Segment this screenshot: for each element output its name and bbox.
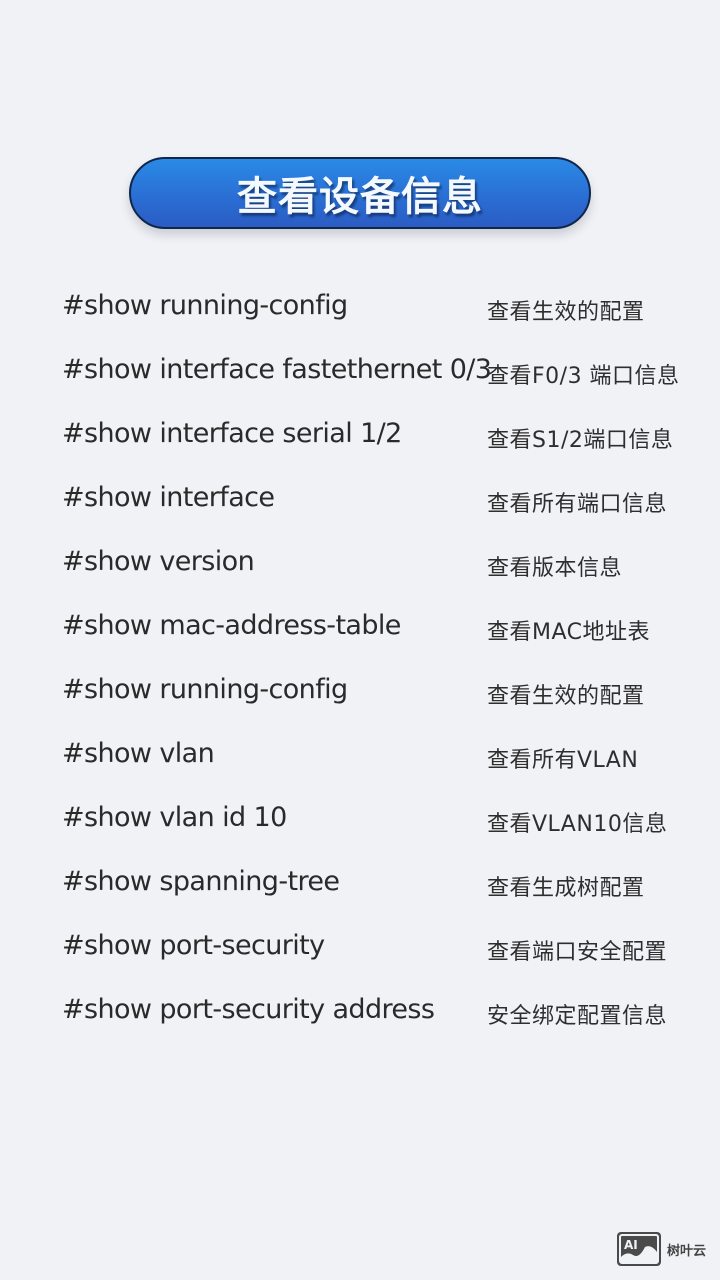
command-list: #show running-config 查看生效的配置 #show inter… (0, 276, 720, 1044)
command-description: 查看生成树配置 (487, 876, 645, 901)
command-row: #show interface serial 1/2 查看S1/2端口信息 (0, 404, 720, 468)
command-description: 查看生效的配置 (487, 300, 645, 325)
ai-logo-label: AI (624, 1238, 638, 1252)
command-description: 查看F0/3 端口信息 (487, 364, 680, 389)
command-text: #show running-config (62, 290, 348, 321)
command-description: 安全绑定配置信息 (487, 1004, 668, 1029)
command-description: 查看所有VLAN (487, 748, 639, 773)
command-row: #show version 查看版本信息 (0, 532, 720, 596)
command-row: #show running-config 查看生效的配置 (0, 660, 720, 724)
command-text: #show port-security address (62, 994, 435, 1025)
command-row: #show interface 查看所有端口信息 (0, 468, 720, 532)
title-banner: 查看设备信息 (129, 157, 591, 229)
command-text: #show port-security (62, 930, 325, 961)
page-title: 查看设备信息 (237, 173, 483, 220)
command-row: #show vlan 查看所有VLAN (0, 724, 720, 788)
command-row: #show mac-address-table 查看MAC地址表 (0, 596, 720, 660)
watermark-text: 树叶云 (667, 1243, 707, 1259)
command-row: #show interface fastethernet 0/3 查看F0/3 … (0, 340, 720, 404)
command-row: #show running-config 查看生效的配置 (0, 276, 720, 340)
command-text: #show interface serial 1/2 (62, 418, 402, 449)
command-row: #show port-security 查看端口安全配置 (0, 916, 720, 980)
ai-image-icon: AI (617, 1232, 661, 1266)
command-description: 查看所有端口信息 (487, 492, 668, 517)
command-text: #show spanning-tree (62, 866, 340, 897)
command-description: 查看端口安全配置 (487, 940, 668, 965)
command-text: #show interface (62, 482, 275, 513)
command-description: 查看生效的配置 (487, 684, 645, 709)
command-row: #show vlan id 10 查看VLAN10信息 (0, 788, 720, 852)
command-description: 查看版本信息 (487, 556, 623, 581)
command-text: #show interface fastethernet 0/3 (62, 354, 492, 385)
command-text: #show vlan (62, 738, 215, 769)
command-text: #show version (62, 546, 255, 577)
command-text: #show mac-address-table (62, 610, 401, 641)
watermark: AI 树叶云 (617, 1232, 706, 1266)
command-text: #show running-config (62, 674, 348, 705)
command-row: #show port-security address 安全绑定配置信息 (0, 980, 720, 1044)
command-row: #show spanning-tree 查看生成树配置 (0, 852, 720, 916)
command-description: 查看VLAN10信息 (487, 812, 668, 837)
command-description: 查看S1/2端口信息 (487, 428, 674, 453)
command-text: #show vlan id 10 (62, 802, 287, 833)
command-description: 查看MAC地址表 (487, 620, 651, 645)
